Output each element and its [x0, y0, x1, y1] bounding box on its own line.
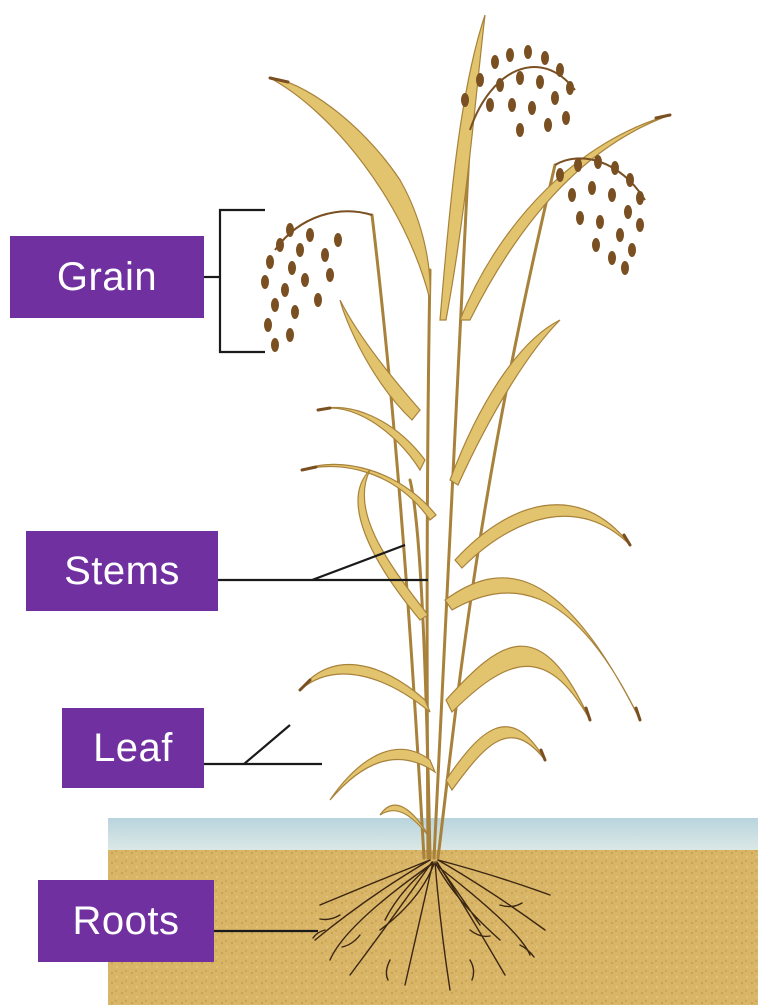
stems-label: Stems — [26, 531, 218, 611]
leaf-pointer — [204, 725, 322, 764]
leaves-drawing — [270, 15, 670, 838]
leaf-tips — [270, 78, 670, 760]
leaf-label: Leaf — [62, 708, 204, 788]
grain-label: Grain — [10, 236, 204, 318]
water-layer — [108, 818, 758, 852]
grain-bracket — [220, 210, 265, 352]
roots-label: Roots — [38, 880, 214, 962]
